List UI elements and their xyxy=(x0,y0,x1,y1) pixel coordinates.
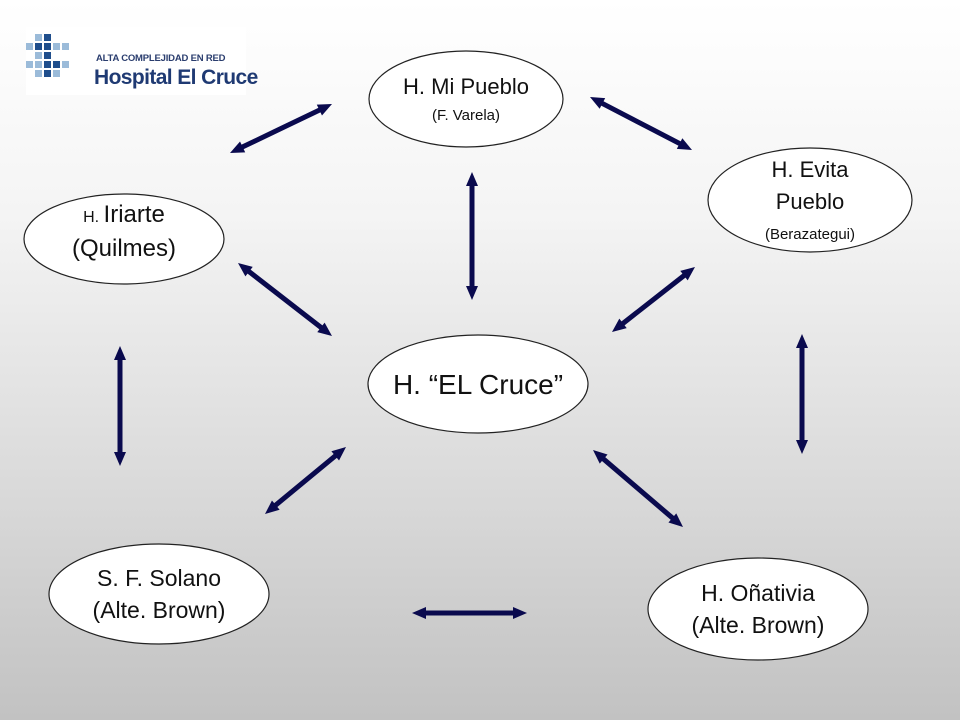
node-evita-line-3: (Berazategui) xyxy=(765,226,855,243)
arrow-evita-oniativia xyxy=(796,334,808,454)
node-solano-line-2: (Alte. Brown) xyxy=(93,597,226,623)
arrow-iriarte-mi_pueblo xyxy=(230,104,332,153)
node-oniativia-line-2: (Alte. Brown) xyxy=(692,612,825,638)
arrow-solano-cruce xyxy=(265,447,346,514)
node-oniativia: H. Oñativia (Alte. Brown) xyxy=(647,557,869,661)
arrow-solano-oniativia xyxy=(412,607,527,619)
node-cruce: H. “EL Cruce” xyxy=(367,334,589,434)
node-iriarte: H. Iriarte (Quilmes) xyxy=(23,193,225,285)
node-solano: S. F. Solano (Alte. Brown) xyxy=(48,543,270,645)
logo-grid-icon xyxy=(26,34,69,77)
node-cruce-line-1: H. “EL Cruce” xyxy=(393,369,563,400)
arrow-iriarte-solano xyxy=(114,346,126,466)
node-mi-pueblo-line-1: H. Mi Pueblo xyxy=(403,74,529,99)
node-oniativia-line-1: H. Oñativia xyxy=(701,580,815,606)
logo-name: Hospital El Cruce xyxy=(94,66,258,89)
node-mi-pueblo: H. Mi Pueblo (F. Varela) xyxy=(368,50,564,148)
arrow-evita-cruce xyxy=(612,267,695,332)
node-mi-pueblo-line-2: (F. Varela) xyxy=(432,107,500,124)
node-iriarte-line-1: H. Iriarte xyxy=(83,201,165,228)
arrow-oniativia-cruce xyxy=(593,450,683,527)
arrow-mi_pueblo-evita xyxy=(590,97,692,150)
node-solano-line-1: S. F. Solano xyxy=(97,565,221,591)
node-evita-line-2: Pueblo xyxy=(776,189,845,214)
node-evita-line-1: H. Evita xyxy=(771,157,849,182)
logo-tagline: ALTA COMPLEJIDAD EN RED xyxy=(96,53,226,64)
node-iriarte-line-2: (Quilmes) xyxy=(72,235,176,262)
hospital-logo: ALTA COMPLEJIDAD EN RED Hospital El Cruc… xyxy=(26,27,258,95)
arrow-iriarte-cruce xyxy=(238,263,332,336)
arrow-mi_pueblo-cruce xyxy=(466,172,478,300)
